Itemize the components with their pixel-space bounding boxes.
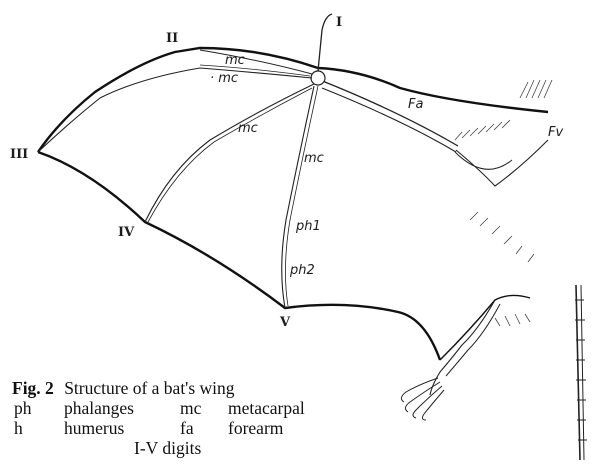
humerus-bone [456, 140, 548, 186]
label-mc-digit4: mc [238, 121, 258, 136]
label-digit-1: I [336, 15, 342, 30]
foot-claws [401, 378, 444, 420]
hind-leg [430, 300, 495, 395]
caption-def-forearm: forearm [228, 418, 283, 438]
caption-title: Structure of a bat's wing [64, 378, 234, 398]
caption-abbr-fa: fa [180, 418, 194, 438]
tail-bone [576, 285, 580, 460]
caption-def-phalanges: phalanges [64, 398, 134, 418]
caption-digits: I-V digits [134, 438, 201, 458]
caption-def-metacarpal: metacarpal [228, 398, 305, 418]
fur-marks [455, 80, 552, 326]
label-digit-5: V [279, 315, 291, 330]
label-mc-digit5: mc [304, 151, 324, 166]
digit-1-bone [318, 14, 332, 71]
label-digit-3: III [10, 147, 28, 162]
forearm-bone [320, 80, 458, 146]
label-mc-lower: · mc [210, 71, 238, 86]
caption-def-humerus: humerus [64, 418, 124, 438]
label-ph2: ph2 [289, 263, 315, 278]
caption-abbr-ph: ph [14, 398, 32, 418]
caption-fig-number: Fig. 2 [12, 378, 54, 398]
caption-abbr-h: h [14, 418, 23, 438]
caption-abbr-mc: mc [180, 398, 201, 418]
body-outline [440, 295, 530, 360]
label-fv: Fv [548, 125, 563, 140]
figure-caption: Fig. 2 Structure of a bat's wing ph phal… [12, 378, 235, 458]
wrist-joint [311, 71, 325, 85]
digit-4-bone [145, 84, 314, 222]
label-ph1: ph1 [295, 219, 321, 234]
label-digit-4: IV [118, 225, 135, 240]
label-digit-2: II [166, 31, 178, 46]
label-mc-upper: mc [225, 53, 245, 68]
label-fa: Fa [408, 97, 423, 112]
